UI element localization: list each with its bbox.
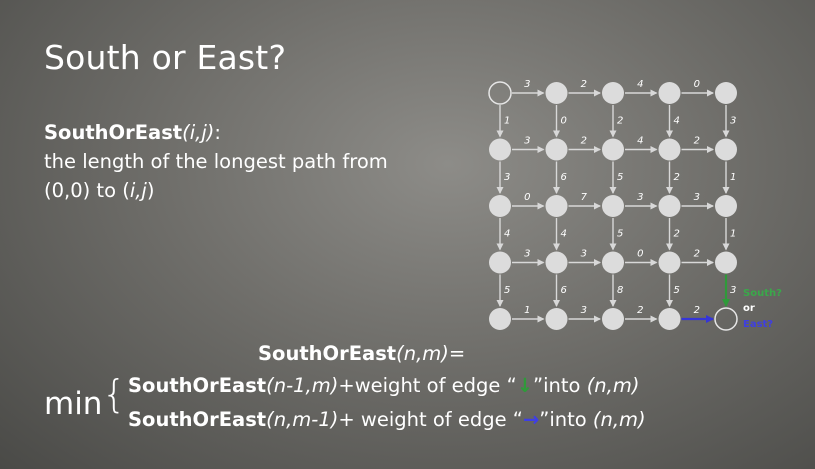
vertical-weight-label: 3: [730, 115, 736, 126]
vertical-weight-label: 4: [504, 228, 510, 239]
vertical-weight-label: 5: [617, 228, 623, 239]
vertical-weight-label: 3: [504, 172, 510, 183]
vertical-weight-label: 2: [674, 228, 680, 239]
vertical-weight-label: 5: [617, 172, 623, 183]
case-east-target: (n,m): [592, 408, 646, 431]
grid-node: [602, 138, 624, 161]
east-question-label: East?: [743, 319, 773, 330]
horizontal-weight-label: 3: [524, 136, 530, 147]
vertical-weight-label: 6: [561, 285, 567, 296]
grid-node: [715, 82, 737, 104]
grid-node: [715, 138, 737, 161]
vertical-weight-label: 4: [674, 115, 680, 126]
definition-text: SouthOrEast(i,j): the length of the long…: [44, 118, 388, 205]
horizontal-weight-label: 3: [581, 305, 587, 316]
case-south: SouthOrEast(n-1,m)+weight of edge “↓”int…: [128, 374, 639, 397]
grid-node: [545, 195, 568, 217]
or-label: or: [743, 303, 755, 314]
source-node: [488, 81, 512, 105]
horizontal-weight-label: 3: [694, 192, 700, 203]
definition-line-1: SouthOrEast(i,j):: [44, 118, 388, 147]
down-arrow-icon: ↓: [516, 374, 534, 397]
definition-line-3-args: i,j: [129, 179, 147, 202]
case-east-end: ”into: [539, 408, 593, 431]
case-east-mid: + weight of edge “: [338, 408, 523, 431]
vertical-weight-label: 2: [674, 172, 680, 183]
definition-line-2: the length of the longest path from: [44, 150, 388, 173]
min-operator: min: [44, 386, 103, 422]
function-name: SouthOrEast: [44, 121, 183, 144]
horizontal-weight-label: 2: [694, 249, 700, 260]
horizontal-weight-label: 3: [524, 249, 530, 260]
grid-node: [545, 82, 568, 104]
grid-node: [602, 308, 624, 330]
vertical-weight-label: 5: [504, 285, 510, 296]
horizontal-weight-label: 3: [524, 79, 530, 90]
horizontal-weight-label: 0: [694, 79, 700, 90]
case-east-name: SouthOrEast: [128, 408, 267, 431]
grid-node: [658, 82, 681, 104]
recurrence-args: (n,m)=: [396, 342, 466, 365]
recurrence-name: SouthOrEast: [258, 342, 397, 365]
right-arrow-icon: →: [522, 408, 540, 431]
grid-node: [602, 195, 624, 217]
grid-node: [602, 251, 624, 274]
horizontal-weight-label: 4: [637, 136, 643, 147]
grid-node: [489, 308, 511, 330]
case-south-name: SouthOrEast: [128, 374, 267, 397]
grid-node: [658, 195, 681, 217]
horizontal-weight-label: 3: [581, 249, 587, 260]
grid-node: [658, 251, 681, 274]
grid-node: [602, 82, 624, 104]
vertical-weight-label: 4: [561, 228, 567, 239]
horizontal-weight-label: 1: [524, 305, 530, 316]
horizontal-weight-label: 2: [581, 136, 587, 147]
function-args: (i,j): [182, 121, 215, 144]
slide-title: South or East?: [44, 38, 287, 77]
vertical-weight-label: 2: [617, 115, 623, 126]
function-colon: :: [214, 121, 221, 144]
horizontal-weight-label: 2: [694, 305, 700, 316]
horizontal-weight-label: 3: [637, 192, 643, 203]
vertical-weight-label: 0: [561, 115, 567, 126]
grid-node: [489, 251, 511, 274]
vertical-weight-label: 1: [504, 115, 510, 126]
case-east-args: (n,m-1): [266, 408, 339, 431]
grid-node: [715, 251, 737, 274]
vertical-weight-label: 1: [730, 228, 736, 239]
vertical-weight-label: 1: [730, 172, 736, 183]
horizontal-weight-label: 4: [637, 79, 643, 90]
min-brace: {: [102, 372, 127, 416]
case-south-args: (n-1,m): [266, 374, 339, 397]
case-south-end: ”into: [533, 374, 587, 397]
grid-node: [658, 308, 681, 330]
definition-line-3-pre: (0,0) to (: [44, 179, 130, 202]
south-question-label: South?: [743, 288, 782, 299]
horizontal-weight-label: 2: [581, 79, 587, 90]
target-node: [714, 307, 738, 331]
vertical-weight-label: 3: [730, 285, 736, 296]
recurrence-head: SouthOrEast(n,m)=: [258, 342, 465, 365]
grid-node: [658, 138, 681, 161]
horizontal-weight-label: 2: [637, 305, 643, 316]
horizontal-weight-label: 7: [581, 192, 588, 203]
definition-line-3: (0,0) to (i,j): [44, 176, 388, 205]
vertical-weight-label: 8: [617, 285, 623, 296]
horizontal-weight-label: 0: [637, 249, 643, 260]
horizontal-weight-label: 0: [524, 192, 530, 203]
grid-node: [545, 251, 568, 274]
case-south-target: (n,m): [586, 374, 640, 397]
vertical-weight-label: 6: [561, 172, 567, 183]
vertical-weight-label: 5: [674, 285, 680, 296]
horizontal-weight-label: 2: [694, 136, 700, 147]
grid-node: [489, 195, 511, 217]
case-south-mid: +weight of edge “: [338, 374, 517, 397]
grid-node: [545, 138, 568, 161]
grid-node: [545, 308, 568, 330]
case-east: SouthOrEast(n,m-1)+ weight of edge “→”in…: [128, 408, 646, 431]
grid-node: [489, 138, 511, 161]
definition-line-3-post: ): [146, 179, 155, 202]
grid-node: [715, 195, 737, 217]
